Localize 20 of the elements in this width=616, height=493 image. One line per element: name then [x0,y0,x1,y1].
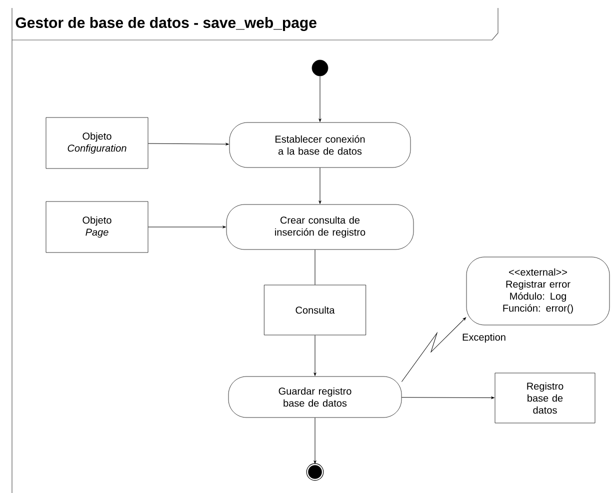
object-box: Registro base de datos [494,372,596,424]
object-box: Consulta [264,284,366,336]
arrow [314,334,316,376]
object-box: Objeto Configuration [46,117,148,169]
arrow [314,417,316,464]
arrow [318,167,322,204]
frame-title: Gestor de base de datos - save_web_page [16,16,316,32]
arrow [401,396,494,399]
action-box: <<external>> Registrar error Módulo: Log Función: error() [466,256,610,326]
final-node [306,463,324,481]
arrow [148,226,226,228]
initial-node [312,60,328,76]
arrow [401,317,466,382]
arrow [148,142,229,146]
action-box: Guardar registro base de datos [228,376,402,418]
object-box: Objeto Page [46,201,148,253]
arrow [318,76,322,122]
edge-label: Exception [461,332,507,344]
action-box: Crear consulta de inserción de registro [226,204,414,250]
action-box: Establecer conexión a la base de datos [229,122,411,168]
